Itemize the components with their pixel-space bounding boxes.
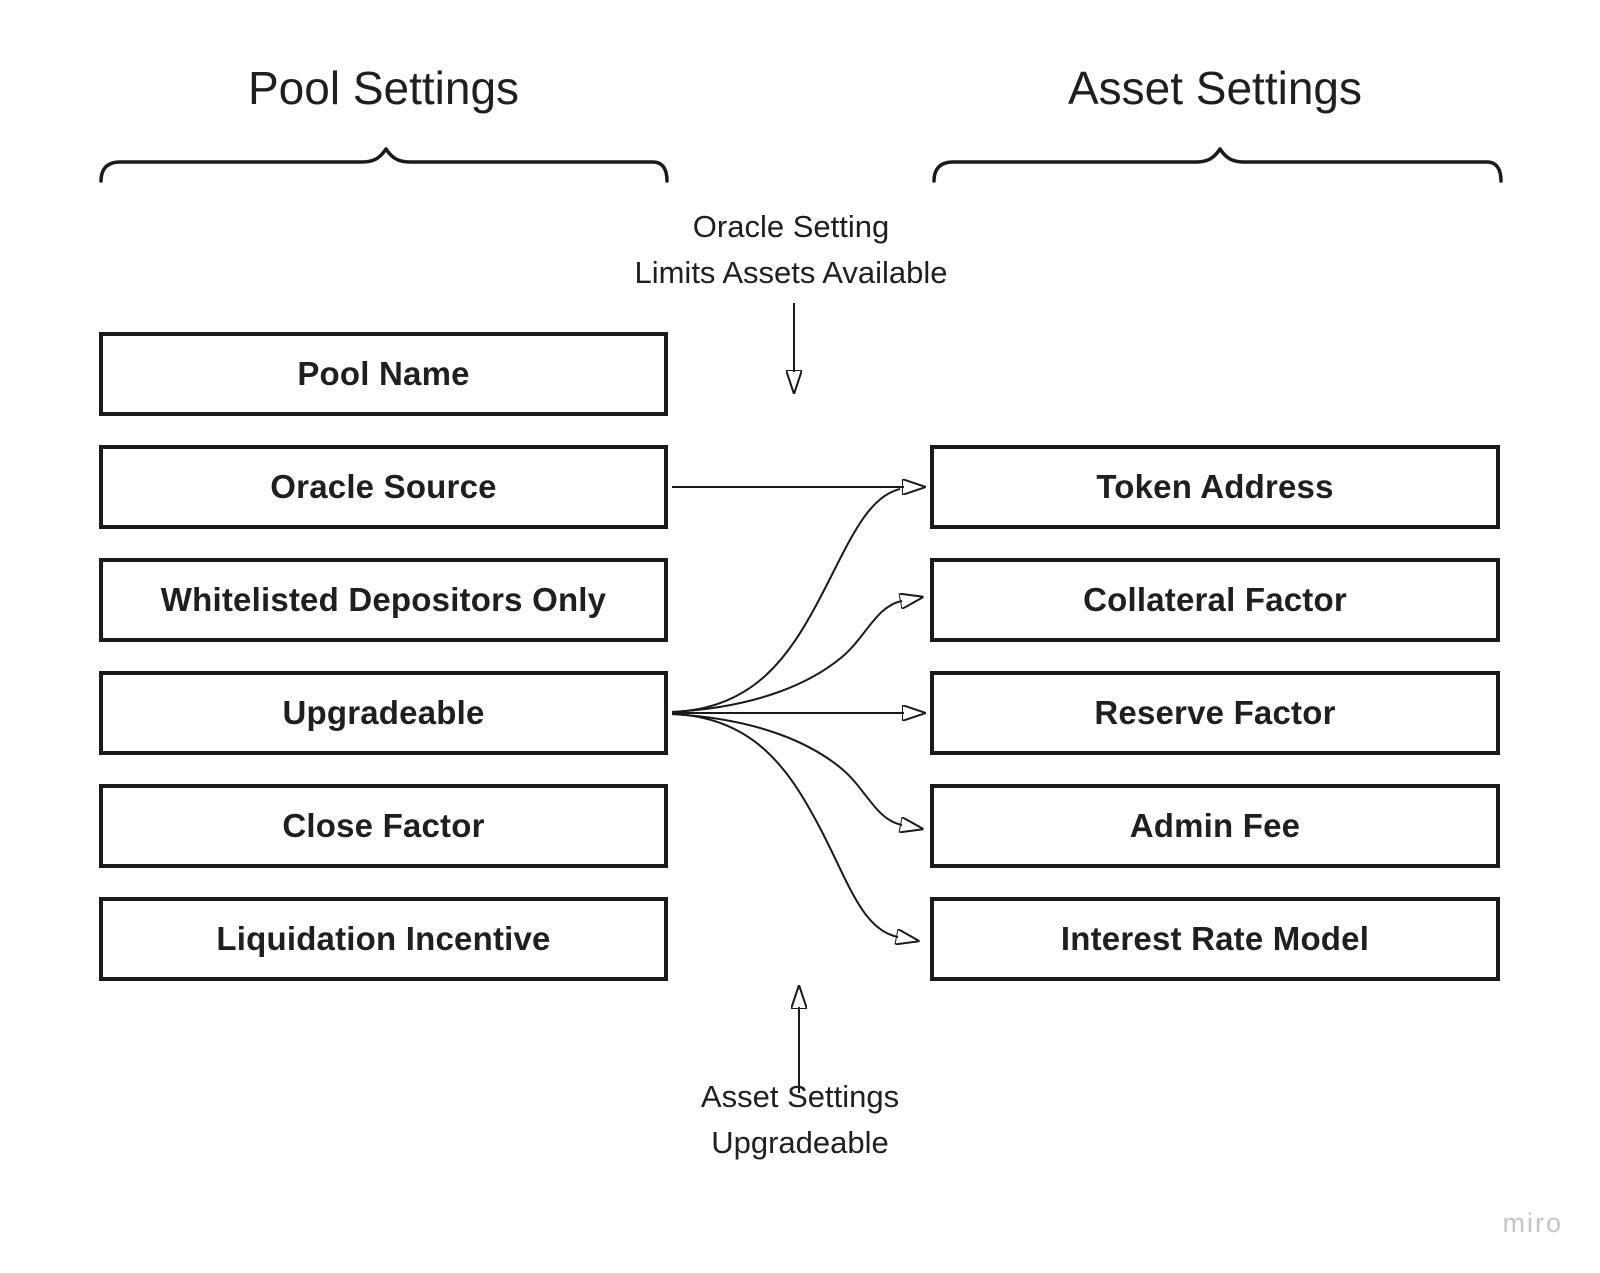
pool-settings-title: Pool Settings	[247, 62, 520, 114]
close-factor-label: Close Factor	[282, 807, 485, 844]
close-factor-box: Close Factor	[99, 784, 668, 868]
admin-fee-box: Admin Fee	[930, 784, 1500, 868]
upgrade-note-line2: Upgradeable	[711, 1125, 889, 1160]
asset-settings-brace	[932, 147, 1503, 183]
reserve-factor-label: Reserve Factor	[1094, 694, 1336, 731]
miro-watermark: miro	[1502, 1208, 1563, 1238]
collateral-factor-box: Collateral Factor	[930, 558, 1500, 642]
whitelisted-depositors-label: Whitelisted Depositors Only	[160, 581, 607, 618]
oracle-note-line2: Limits Assets Available	[634, 255, 948, 290]
arrow-upgradeable-to-token-address	[671, 488, 901, 713]
liquidation-incentive-box: Liquidation Incentive	[99, 897, 668, 981]
collateral-factor-label: Collateral Factor	[1083, 581, 1347, 618]
admin-fee-label: Admin Fee	[1129, 807, 1301, 844]
oracle-note: Oracle Setting Limits Assets Available	[591, 204, 991, 296]
arrow-upgradeable-to-interest-rate-model	[671, 713, 898, 937]
reserve-factor-box: Reserve Factor	[930, 671, 1500, 755]
liquidation-incentive-label: Liquidation Incentive	[216, 920, 551, 957]
pool-name-label: Pool Name	[297, 355, 470, 392]
arrow-upgradeable-to-admin-fee	[671, 713, 902, 825]
upgradeable-box: Upgradeable	[99, 671, 668, 755]
token-address-box: Token Address	[930, 445, 1500, 529]
upgradeable-label: Upgradeable	[282, 694, 485, 731]
oracle-note-line1: Oracle Setting	[692, 209, 890, 244]
pool-settings-brace	[99, 147, 669, 183]
token-address-label: Token Address	[1096, 468, 1334, 505]
arrow-upgradeable-to-collateral-factor	[671, 601, 902, 713]
whitelisted-depositors-box: Whitelisted Depositors Only	[99, 558, 668, 642]
upgrade-note: Asset Settings Upgradeable	[600, 1074, 1000, 1166]
interest-rate-model-label: Interest Rate Model	[1060, 920, 1370, 957]
oracle-source-label: Oracle Source	[270, 468, 497, 505]
interest-rate-model-box: Interest Rate Model	[930, 897, 1500, 981]
upgrade-note-line1: Asset Settings	[700, 1079, 900, 1114]
pool-name-box: Pool Name	[99, 332, 668, 416]
oracle-source-box: Oracle Source	[99, 445, 668, 529]
asset-settings-title: Asset Settings	[1067, 62, 1363, 114]
